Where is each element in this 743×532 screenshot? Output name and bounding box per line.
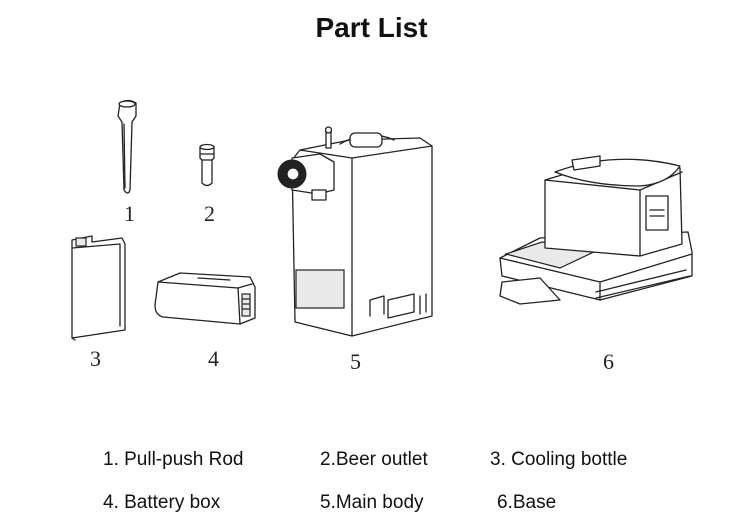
legend-item-battery-box: 4. Battery box [103,492,221,513]
legend-item-base: 6.Base [497,492,557,513]
page-title: Part List [315,12,428,43]
legend-item-main-body: 5.Main body [320,492,424,513]
legend-item-cooling-bottle: 3. Cooling bottle [490,449,628,470]
legend-item-beer-outlet: 2.Beer outlet [320,449,428,470]
part-number-6: 6 [603,349,614,374]
pull-push-rod-drawing [117,99,137,194]
base-drawing [499,155,693,305]
part-number-1: 1 [124,201,135,226]
legend-item-pull-push-rod: 1. Pull-push Rod [103,449,244,470]
part-number-4: 4 [208,346,219,371]
cooling-bottle-drawing [71,235,126,341]
beer-outlet-drawing [199,143,215,187]
main-body-drawing [277,126,433,337]
part-number-2: 2 [204,201,215,226]
part-number-3: 3 [90,346,101,371]
part-number-5: 5 [350,349,361,374]
battery-box-drawing [154,272,256,325]
